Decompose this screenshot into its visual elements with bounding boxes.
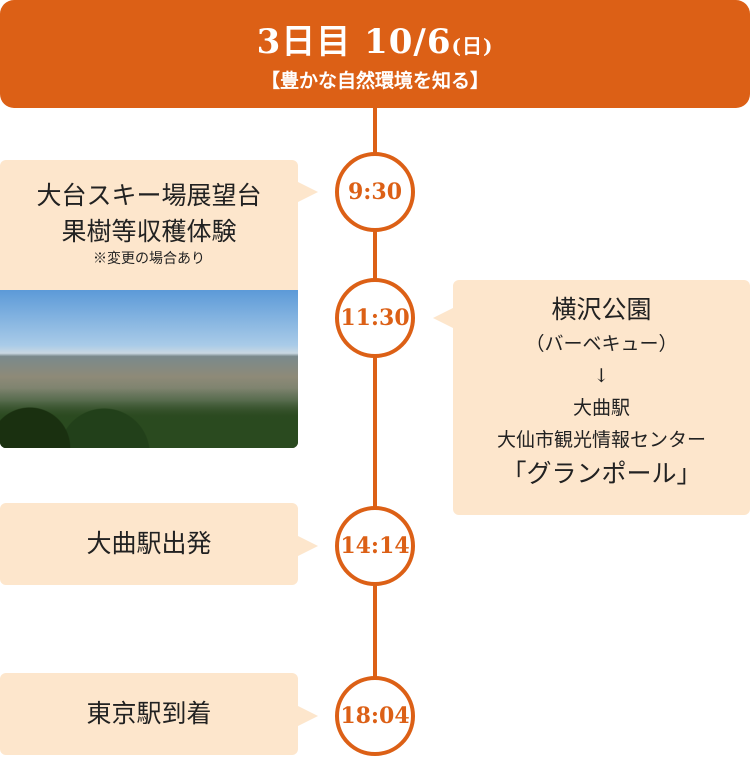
- arrow-down-icon: ↓: [593, 365, 610, 387]
- item-title: 横沢公園: [551, 295, 652, 324]
- item-text: 大台スキー場展望台: [36, 181, 262, 210]
- pointer: [298, 706, 318, 726]
- pointer: [298, 536, 318, 556]
- timeline-line: [373, 108, 377, 718]
- pointer: [433, 308, 453, 328]
- schedule-item-2: 横沢公園 （バーベキュー） ↓ 大曲駅 大仙市観光情報センター 「グランポール」: [453, 280, 750, 515]
- item-title: 大曲駅出発: [86, 529, 212, 558]
- schedule-item-1: 大台スキー場展望台 果樹等収穫体験 ※変更の場合あり: [0, 160, 298, 300]
- item-text: 果樹等収穫体験: [61, 217, 237, 246]
- schedule-item-3: 大曲駅出発: [0, 503, 298, 585]
- day-header: 3日目 10/6(日) 【豊かな自然環境を知る】: [0, 0, 750, 108]
- time-badge: 9:30: [335, 152, 415, 232]
- day-theme: 【豊かな自然環境を知る】: [260, 70, 489, 92]
- item-text: 大曲駅: [572, 397, 630, 419]
- item-text: 「グランポール」: [501, 459, 702, 488]
- pointer: [298, 182, 318, 202]
- time-badge: 14:14: [335, 506, 415, 586]
- item-text: 大仙市観光情報センター: [496, 429, 706, 451]
- item-note: ※変更の場合あり: [93, 251, 205, 267]
- time-badge: 11:30: [335, 278, 415, 358]
- day-title: 3日目 10/6(日): [256, 22, 494, 62]
- item-title: 東京駅到着: [86, 699, 212, 728]
- schedule-item-4: 東京駅到着: [0, 673, 298, 755]
- item-sub: （バーベキュー）: [525, 333, 678, 355]
- time-badge: 18:04: [335, 676, 415, 756]
- landscape-photo: [0, 290, 298, 448]
